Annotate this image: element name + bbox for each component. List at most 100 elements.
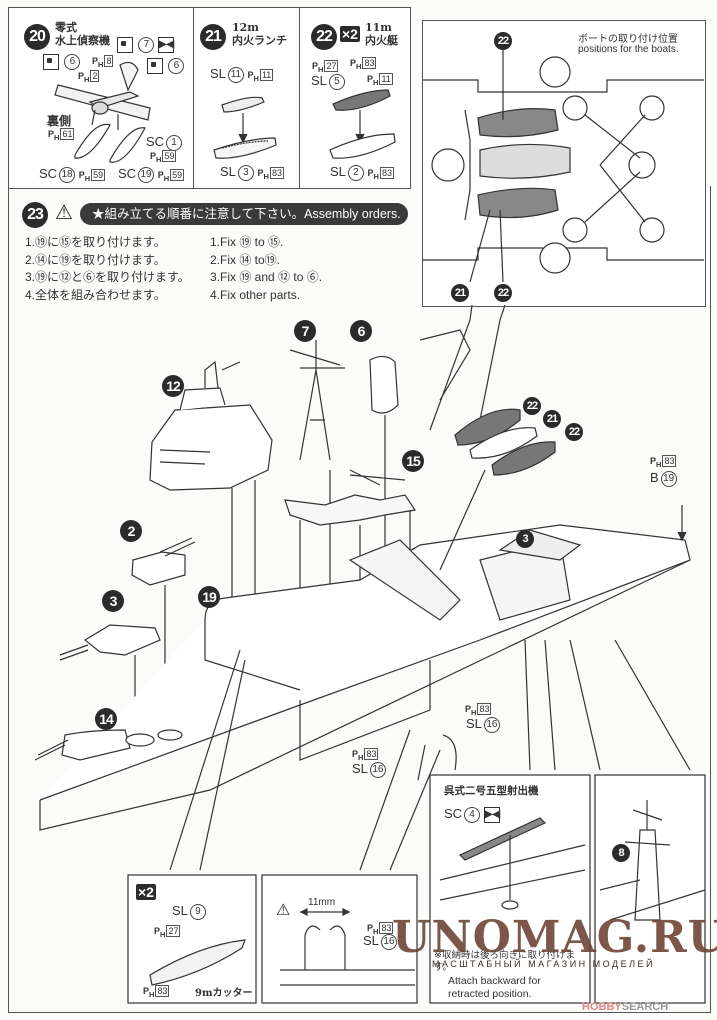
sprue-label: SL — [466, 716, 482, 731]
ph-num: 11 — [379, 73, 393, 85]
part-label-14: 14 — [95, 708, 117, 730]
step-23-badge: 23 — [22, 202, 48, 228]
part-number: 18 — [59, 166, 76, 183]
rail-dimension: 11mm — [308, 897, 336, 908]
catapult-note-en-2: retracted position. — [448, 988, 532, 1000]
callout-d7: 7 ▶◀ — [117, 37, 174, 53]
assembly-order-banner: ★組み立てる順番に注意して下さい。Assembly orders. — [80, 203, 408, 225]
step-22-title-line2: 内火艇 — [365, 34, 398, 47]
ph-num: 83 — [477, 703, 492, 715]
motorboat-drawing — [329, 89, 396, 159]
part-label-6: 6 — [350, 320, 372, 342]
ph-num: 59 — [91, 169, 106, 181]
part-number: 19 — [660, 470, 677, 487]
ph-num: 83 — [155, 985, 170, 997]
sprue-label: SC — [118, 166, 137, 181]
sprue-label: SL — [311, 73, 327, 88]
catapult-note-en-1: Attach backward for — [448, 975, 541, 987]
step-20-badge: 20 — [24, 24, 50, 50]
part-number: 6 — [168, 58, 185, 74]
part-number: 7 — [138, 37, 155, 53]
sprue-label: SL — [220, 164, 236, 179]
step-en: 2.Fix ⑭ to⑲. — [210, 252, 281, 267]
step-jp: 4.全体を組み合わせます。 — [25, 287, 166, 302]
boat-position-label: 22 — [494, 284, 512, 302]
credit-suffix: SEARCH — [621, 1001, 669, 1013]
part-label-12: 12 — [162, 375, 184, 397]
step-en: 1.Fix ⑲ to ⑮. — [210, 235, 284, 249]
ph-num: 27 — [324, 60, 339, 72]
step-21-badge: 21 — [200, 24, 226, 50]
watermark-subtitle: МАСШТАБНЫЙ МАГАЗИН МОДЕЛЕЙ — [432, 959, 655, 969]
part-label-8: 8 — [612, 844, 630, 862]
part-label-22: 22 — [565, 423, 583, 441]
launch-drawing — [213, 96, 277, 159]
step-21-title-line1: 12m — [232, 21, 259, 34]
part-number: 1 — [166, 134, 183, 151]
part-label-22: 22 — [523, 397, 541, 415]
sprue-label: SL — [363, 933, 379, 948]
step-20-title-line2: 水上偵察機 — [55, 34, 110, 47]
step-jp: 1.⑲に⑮を取り付けます。 — [25, 235, 166, 249]
underside-label: 裏側 — [47, 114, 72, 128]
part-label-15: 15 — [402, 450, 424, 472]
bow-direction-icon: ▶◀ — [157, 37, 174, 53]
ph-num: 59 — [162, 150, 177, 162]
part-number: 3 — [237, 164, 254, 181]
sprue-label: B — [650, 470, 659, 485]
callout-d6-left: 6 — [43, 54, 81, 70]
step-22-title: 11m 内火艇 — [365, 21, 398, 47]
part-number: 16 — [483, 716, 500, 733]
turret-drawing — [59, 537, 196, 720]
catapult-title: 呉式二号五型射出機 — [444, 785, 539, 797]
sprue-label: SC — [444, 806, 463, 821]
part-label-3: 3 — [102, 590, 124, 612]
boat-positions-title-en: positions for the boats. — [578, 44, 679, 55]
funnel-drawing — [369, 355, 399, 570]
sprue-label: SL — [210, 66, 226, 81]
part-label-7: 7 — [294, 320, 316, 342]
step-22-badge: 22 — [311, 24, 337, 50]
part-number: 4 — [464, 806, 481, 823]
boat-positions-drawing — [423, 48, 704, 431]
step-jp: 2.⑭に⑲を取り付けます。 — [25, 252, 166, 267]
decal-icon — [43, 54, 59, 70]
step-22-title-line1: 11m — [365, 21, 392, 34]
warning-icon: ⚠ — [276, 902, 291, 919]
sprue-label: SL — [330, 164, 346, 179]
step-en: 4.Fix other parts. — [210, 287, 301, 302]
ph-num: 8 — [104, 55, 114, 67]
part-label-21: 21 — [543, 410, 561, 428]
ph-num: 11 — [259, 69, 274, 81]
callout-d6-right: 6 — [147, 58, 185, 74]
part-number: 2 — [347, 164, 364, 181]
decal-icon — [147, 58, 163, 74]
assembly-steps-en: 1.Fix ⑲ to ⑮. 2.Fix ⑭ to⑲. 3.Fix ⑲ and ⑫… — [210, 234, 322, 304]
step-jp: 3.⑲に⑫と⑥を取り付けます。 — [25, 270, 190, 284]
credit-prefix: HOBBY — [582, 1001, 622, 1013]
bridge-drawing — [149, 360, 273, 660]
